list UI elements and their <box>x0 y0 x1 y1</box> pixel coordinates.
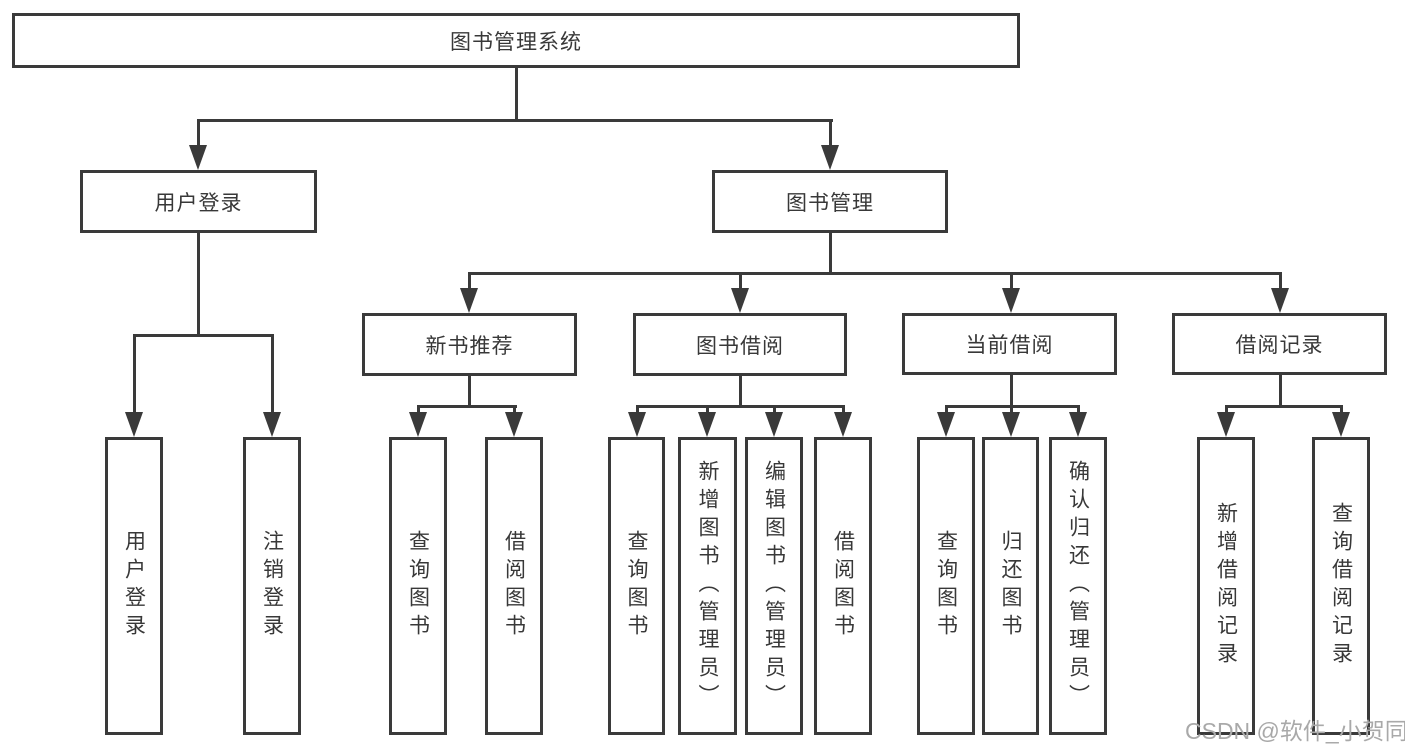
leaf-edit-book-admin: 编辑图书（管理员） <box>745 437 803 735</box>
connector-line <box>197 231 200 337</box>
connector-line <box>1010 374 1013 408</box>
leaf-confirm-return-admin: 确认归还（管理员） <box>1049 437 1107 735</box>
connector-line <box>1279 272 1282 292</box>
node-book-borrow: 图书借阅 <box>633 313 847 376</box>
node-current-borrow: 当前借阅 <box>902 313 1117 375</box>
connector-line <box>1225 405 1343 408</box>
connector-line <box>739 374 742 408</box>
connector-line <box>468 374 471 408</box>
connector-line <box>133 334 274 337</box>
leaf-add-borrow-record: 新增借阅记录 <box>1197 437 1255 735</box>
arrow-down-icon <box>125 412 143 437</box>
leaf-borrow-books-recommend: 借阅图书 <box>485 437 543 735</box>
connector-line <box>1340 405 1343 415</box>
leaf-user-login: 用户登录 <box>105 437 163 735</box>
leaf-logout: 注销登录 <box>243 437 301 735</box>
connector-line <box>829 231 832 275</box>
connector-line <box>636 405 845 408</box>
arrow-down-icon <box>460 288 478 313</box>
arrow-down-icon <box>731 288 749 313</box>
connector-line <box>197 119 833 122</box>
node-book-management: 图书管理 <box>712 170 948 233</box>
arrow-down-icon <box>189 145 207 170</box>
connector-line <box>739 272 742 292</box>
arrow-down-icon <box>698 412 716 437</box>
arrow-down-icon <box>505 412 523 437</box>
node-user-login-module: 用户登录 <box>80 170 317 233</box>
arrow-down-icon <box>765 412 783 437</box>
connector-line <box>945 405 948 415</box>
leaf-add-book-admin: 新增图书（管理员） <box>678 437 737 735</box>
arrow-down-icon <box>1002 288 1020 313</box>
leaf-query-borrow-record: 查询借阅记录 <box>1312 437 1370 735</box>
arrow-down-icon <box>1217 412 1235 437</box>
node-new-book-recommend: 新书推荐 <box>362 313 577 376</box>
connector-line <box>1010 405 1013 415</box>
connector-line <box>133 334 136 416</box>
connector-line <box>1077 405 1080 415</box>
arrow-down-icon <box>1069 412 1087 437</box>
connector-line <box>842 405 845 415</box>
arrow-down-icon <box>834 412 852 437</box>
arrow-down-icon <box>628 412 646 437</box>
connector-line <box>197 119 200 149</box>
connector-line <box>515 66 518 121</box>
node-library-system: 图书管理系统 <box>12 13 1020 68</box>
leaf-query-books-recommend: 查询图书 <box>389 437 447 735</box>
connector-line <box>773 405 776 415</box>
node-borrow-records: 借阅记录 <box>1172 313 1387 375</box>
leaf-query-books-current: 查询图书 <box>917 437 975 735</box>
arrow-down-icon <box>409 412 427 437</box>
connector-line <box>1010 272 1013 292</box>
csdn-watermark: CSDN @软件_小贺同学 <box>1185 718 1405 744</box>
arrow-down-icon <box>1271 288 1289 313</box>
connector-line <box>1225 405 1228 415</box>
arrow-down-icon <box>1002 412 1020 437</box>
connector-line <box>468 272 471 292</box>
arrow-down-icon <box>1332 412 1350 437</box>
leaf-query-books-borrow: 查询图书 <box>608 437 665 735</box>
connector-line <box>706 405 709 415</box>
arrow-down-icon <box>937 412 955 437</box>
leaf-borrow-books: 借阅图书 <box>814 437 872 735</box>
arrow-down-icon <box>263 412 281 437</box>
connector-line <box>513 405 516 415</box>
leaf-return-book: 归还图书 <box>982 437 1039 735</box>
connector-line <box>417 405 420 415</box>
connector-line <box>468 272 1282 275</box>
connector-line <box>829 119 832 149</box>
connector-line <box>271 334 274 416</box>
arrow-down-icon <box>821 145 839 170</box>
connector-line <box>1279 374 1282 408</box>
connector-line <box>636 405 639 415</box>
connector-line <box>417 405 517 408</box>
